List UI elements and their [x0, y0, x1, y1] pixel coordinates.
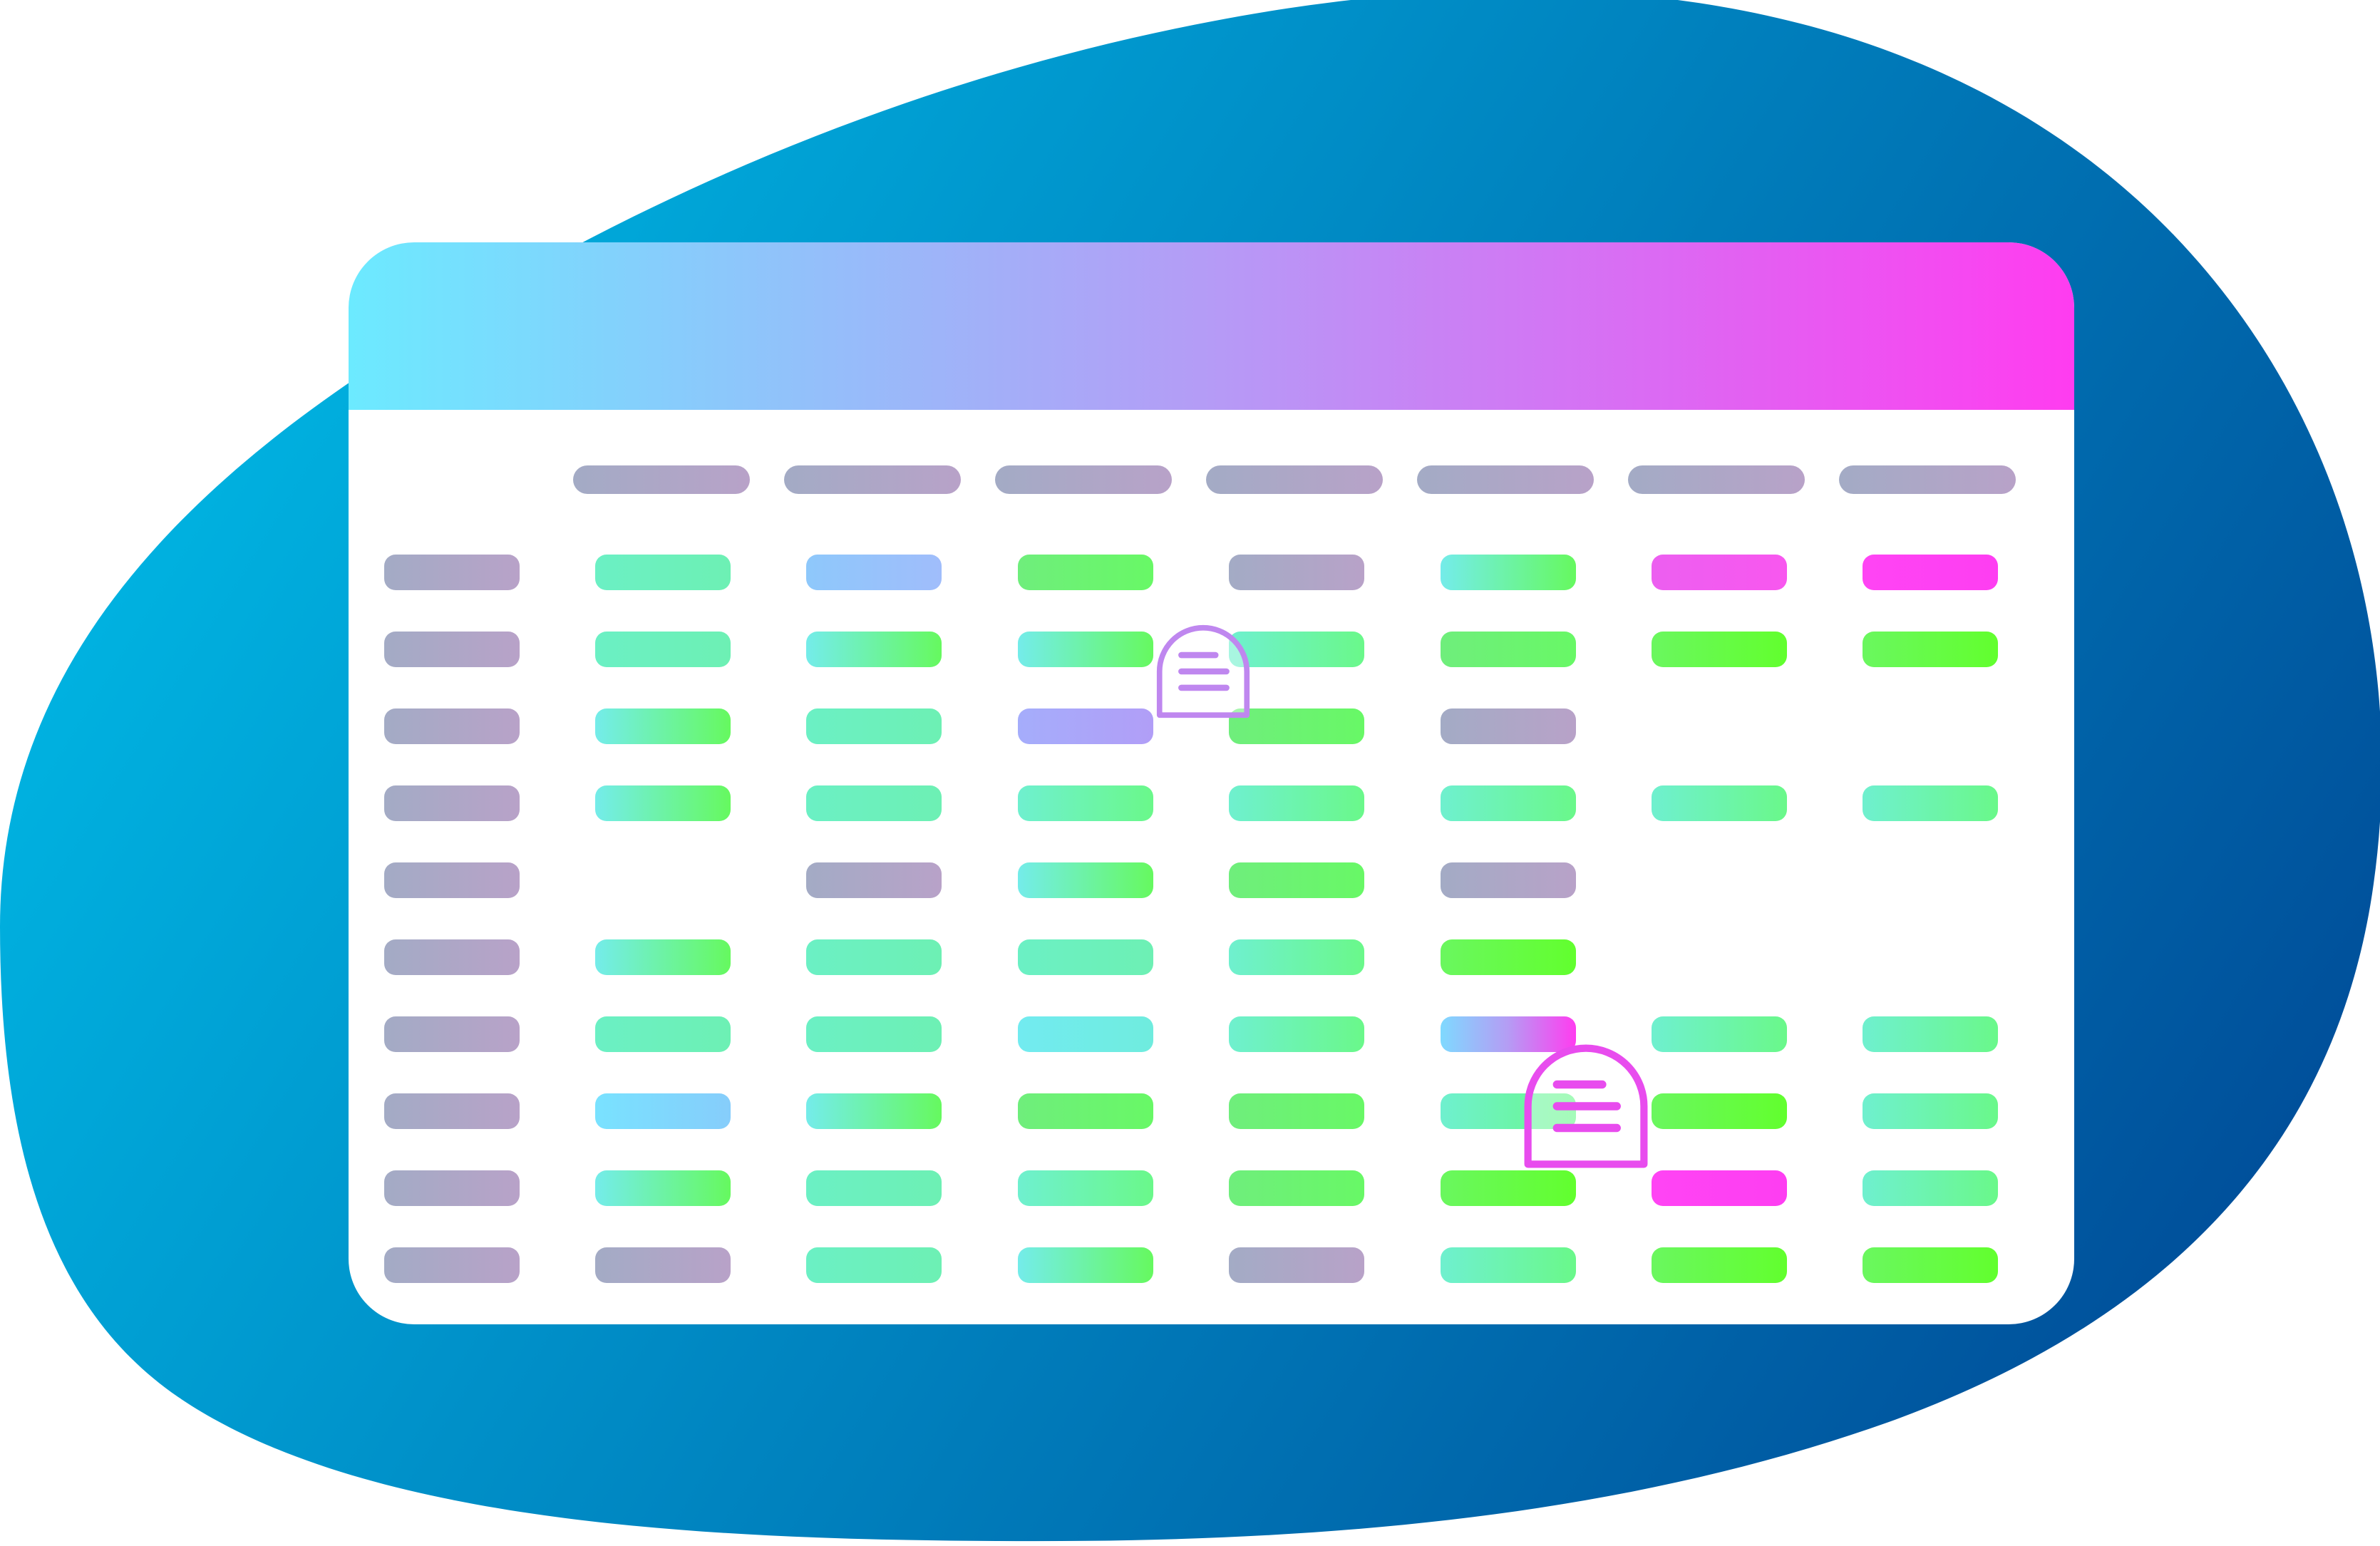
column-header-1: [573, 465, 750, 494]
cell-r7-c7: [1863, 1016, 1998, 1052]
cell-r10-c6: [1652, 1247, 1787, 1283]
cell-r4-c2: [806, 785, 942, 821]
cell-r3-c3: [1018, 708, 1153, 744]
note-icon-small: [1156, 624, 1250, 718]
cell-r4-c4: [1229, 785, 1364, 821]
cell-r6-c3: [1018, 939, 1153, 975]
cell-r5-c5: [1441, 862, 1576, 898]
cell-r8-c1: [595, 1093, 731, 1129]
cell-r4-c6: [1652, 785, 1787, 821]
cell-r9-c7: [1863, 1170, 1998, 1206]
cell-r1-c7: [1863, 555, 1998, 590]
cell-r10-c7: [1863, 1247, 1998, 1283]
row-label-3: [384, 708, 520, 744]
cell-r2-c7: [1863, 632, 1998, 667]
cell-r9-c4: [1229, 1170, 1364, 1206]
cell-r6-c1: [595, 939, 731, 975]
cell-r1-c1: [595, 555, 731, 590]
cell-r9-c1: [595, 1170, 731, 1206]
cell-r8-c6: [1652, 1093, 1787, 1129]
cell-r4-c5: [1441, 785, 1576, 821]
cell-r10-c5: [1441, 1247, 1576, 1283]
row-label-7: [384, 1016, 520, 1052]
cell-r6-c4: [1229, 939, 1364, 975]
cell-r8-c4: [1229, 1093, 1364, 1129]
cell-r7-c6: [1652, 1016, 1787, 1052]
cell-r6-c5: [1441, 939, 1576, 975]
row-label-1: [384, 555, 520, 590]
cell-r10-c1: [595, 1247, 731, 1283]
cell-r6-c2: [806, 939, 942, 975]
cell-r2-c4: [1229, 632, 1364, 667]
note-icon-large: [1524, 1044, 1648, 1168]
cell-r3-c5: [1441, 708, 1576, 744]
column-header-4: [1206, 465, 1383, 494]
cell-r8-c3: [1018, 1093, 1153, 1129]
cell-r7-c1: [595, 1016, 731, 1052]
cell-r4-c7: [1863, 785, 1998, 821]
cell-r10-c4: [1229, 1247, 1364, 1283]
row-label-8: [384, 1093, 520, 1129]
cell-r9-c5: [1441, 1170, 1576, 1206]
cell-r3-c2: [806, 708, 942, 744]
cell-r9-c3: [1018, 1170, 1153, 1206]
cell-r3-c4: [1229, 708, 1364, 744]
cell-r9-c2: [806, 1170, 942, 1206]
column-header-7: [1839, 465, 2016, 494]
cell-r9-c6: [1652, 1170, 1787, 1206]
schedule-grid: [349, 242, 2074, 1324]
cell-r7-c4: [1229, 1016, 1364, 1052]
cell-r7-c2: [806, 1016, 942, 1052]
cell-r5-c2: [806, 862, 942, 898]
cell-r10-c2: [806, 1247, 942, 1283]
cell-r4-c1: [595, 785, 731, 821]
window-title-bar: [349, 242, 2074, 410]
cell-r7-c5: [1441, 1016, 1576, 1052]
row-label-4: [384, 785, 520, 821]
cell-r3-c1: [595, 708, 731, 744]
cell-r1-c6: [1652, 555, 1787, 590]
cell-r5-c3: [1018, 862, 1153, 898]
cell-r1-c2: [806, 555, 942, 590]
row-label-2: [384, 632, 520, 667]
cell-r2-c1: [595, 632, 731, 667]
cell-r8-c2: [806, 1093, 942, 1129]
window-title-bar-fill: [349, 242, 2074, 410]
spreadsheet-window: [349, 242, 2074, 1324]
cell-r1-c5: [1441, 555, 1576, 590]
cell-r5-c4: [1229, 862, 1364, 898]
cell-r4-c3: [1018, 785, 1153, 821]
row-label-6: [384, 939, 520, 975]
cell-r1-c3: [1018, 555, 1153, 590]
cell-r10-c3: [1018, 1247, 1153, 1283]
cell-r2-c5: [1441, 632, 1576, 667]
cell-r2-c2: [806, 632, 942, 667]
cell-r8-c5: [1441, 1093, 1576, 1129]
row-label-5: [384, 862, 520, 898]
column-header-5: [1417, 465, 1594, 494]
column-header-3: [995, 465, 1172, 494]
column-header-2: [784, 465, 961, 494]
column-header-6: [1628, 465, 1805, 494]
cell-r7-c3: [1018, 1016, 1153, 1052]
row-label-10: [384, 1247, 520, 1283]
cell-r1-c4: [1229, 555, 1364, 590]
cell-r2-c6: [1652, 632, 1787, 667]
cell-r8-c7: [1863, 1093, 1998, 1129]
row-label-9: [384, 1170, 520, 1206]
cell-r2-c3: [1018, 632, 1153, 667]
